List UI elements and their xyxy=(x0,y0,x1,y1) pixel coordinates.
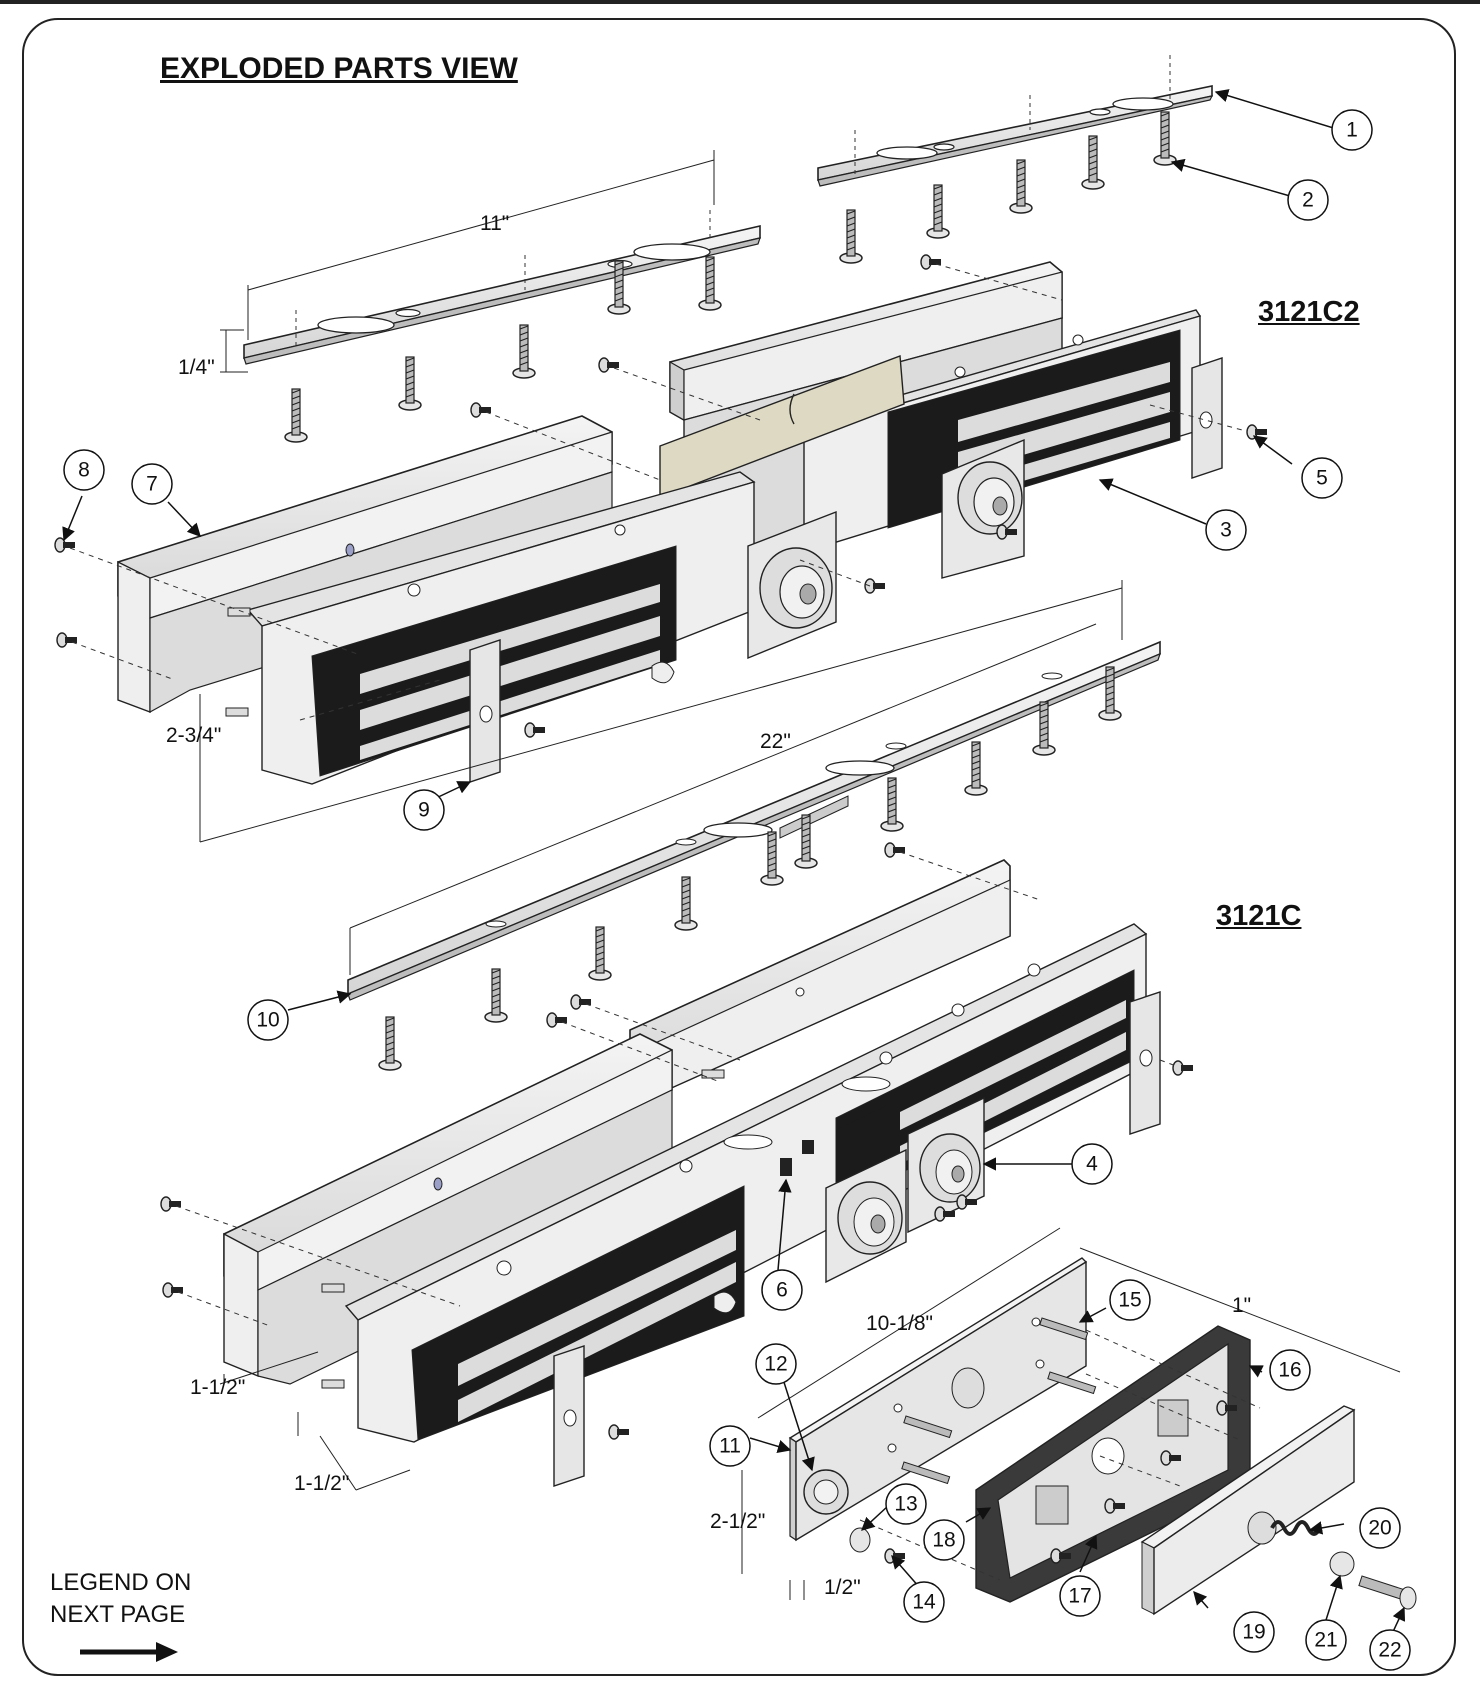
magnet-upper-right xyxy=(798,309,1202,553)
dim-10-1-8-label: 10-1/8" xyxy=(866,1312,933,1335)
armature-plate-upper-left xyxy=(651,510,886,684)
callout-leaders xyxy=(62,89,1406,1635)
callout-2: 2 xyxy=(1302,189,1314,212)
callout-18: 18 xyxy=(932,1529,955,1552)
armature-plates-lower xyxy=(713,1096,985,1314)
dim-1-label: 1" xyxy=(1232,1294,1251,1317)
assembly-lines-lower xyxy=(175,851,1177,1327)
callout-3: 3 xyxy=(1220,519,1232,542)
top-rule xyxy=(0,0,1480,4)
callout-7: 7 xyxy=(146,473,158,496)
bushing-21 xyxy=(1329,1551,1355,1577)
legend-line-1: LEGEND ON xyxy=(50,1569,191,1596)
callout-20: 20 xyxy=(1368,1517,1391,1540)
mounting-block-11 xyxy=(788,1257,1088,1542)
side-plates-lower xyxy=(553,991,1194,1487)
spacer-13 xyxy=(849,1527,906,1564)
callout-22: 22 xyxy=(1378,1639,1401,1662)
dim-1-4-label: 1/4" xyxy=(178,356,215,379)
assembly-lines-upper xyxy=(69,263,1243,721)
dimension-22 xyxy=(199,580,1123,843)
callout-17: 17 xyxy=(1068,1585,1091,1608)
callout-6: 6 xyxy=(776,1279,788,1302)
legend-line-2: NEXT PAGE xyxy=(50,1601,185,1628)
bolt-22 xyxy=(1358,1575,1417,1610)
mounting-plate-top-left xyxy=(243,210,761,365)
callout-21: 21 xyxy=(1314,1629,1337,1652)
callout-16: 16 xyxy=(1278,1359,1301,1382)
callout-13: 13 xyxy=(894,1493,917,1516)
magnet-lower xyxy=(321,923,1148,1443)
arrow-right-icon xyxy=(80,1642,178,1662)
dim-1-1-2-label-a: 1-1/2" xyxy=(190,1376,245,1399)
callout-12: 12 xyxy=(764,1353,787,1376)
dimension-11 xyxy=(247,150,715,340)
model-label-upper: 3121C2 xyxy=(1258,296,1360,328)
callout-15: 15 xyxy=(1118,1289,1141,1312)
mounting-plate-top-right xyxy=(817,55,1214,187)
callout-circles xyxy=(63,109,1411,1671)
dimension-1-4 xyxy=(220,329,248,373)
housing-lower-back xyxy=(629,859,1011,1103)
dimensions-lower xyxy=(219,1351,411,1491)
assembly-lines-spring xyxy=(859,1329,1261,1581)
dim-2-3-4-label: 2-3/4" xyxy=(166,724,221,747)
callout-19: 19 xyxy=(1242,1621,1265,1644)
magnet-upper-left xyxy=(225,471,756,785)
callout-9: 9 xyxy=(418,799,430,822)
callout-8: 8 xyxy=(78,459,90,482)
dimensions-spring xyxy=(741,1227,1401,1600)
dimension-long-plate xyxy=(349,623,1097,975)
dim-22-label: 22" xyxy=(760,730,791,753)
side-plate-9 xyxy=(469,639,546,783)
knob-12 xyxy=(803,1469,849,1515)
dim-11-label: 11" xyxy=(480,212,509,235)
block-19 xyxy=(1140,1405,1356,1616)
model-label-lower: 3121C xyxy=(1216,900,1302,932)
callout-1: 1 xyxy=(1346,119,1358,142)
callout-10: 10 xyxy=(256,1009,279,1032)
callout-5: 5 xyxy=(1316,467,1328,490)
page-frame xyxy=(22,18,1456,1676)
callout-4: 4 xyxy=(1086,1153,1098,1176)
mounting-plate-long xyxy=(347,640,1161,1001)
dim-2-1-2-label: 2-1/2" xyxy=(710,1510,765,1533)
dim-1-1-2-label-b: 1-1/2" xyxy=(294,1472,349,1495)
page-title: EXPLODED PARTS VIEW xyxy=(160,52,518,85)
callout-11: 11 xyxy=(719,1435,741,1458)
armature-plate-upper-right xyxy=(941,438,1025,579)
screws-15 xyxy=(901,1317,1097,1485)
side-plate-5 xyxy=(1191,357,1268,479)
dim-1-2-label: 1/2" xyxy=(824,1576,861,1599)
callout-14: 14 xyxy=(912,1591,936,1614)
